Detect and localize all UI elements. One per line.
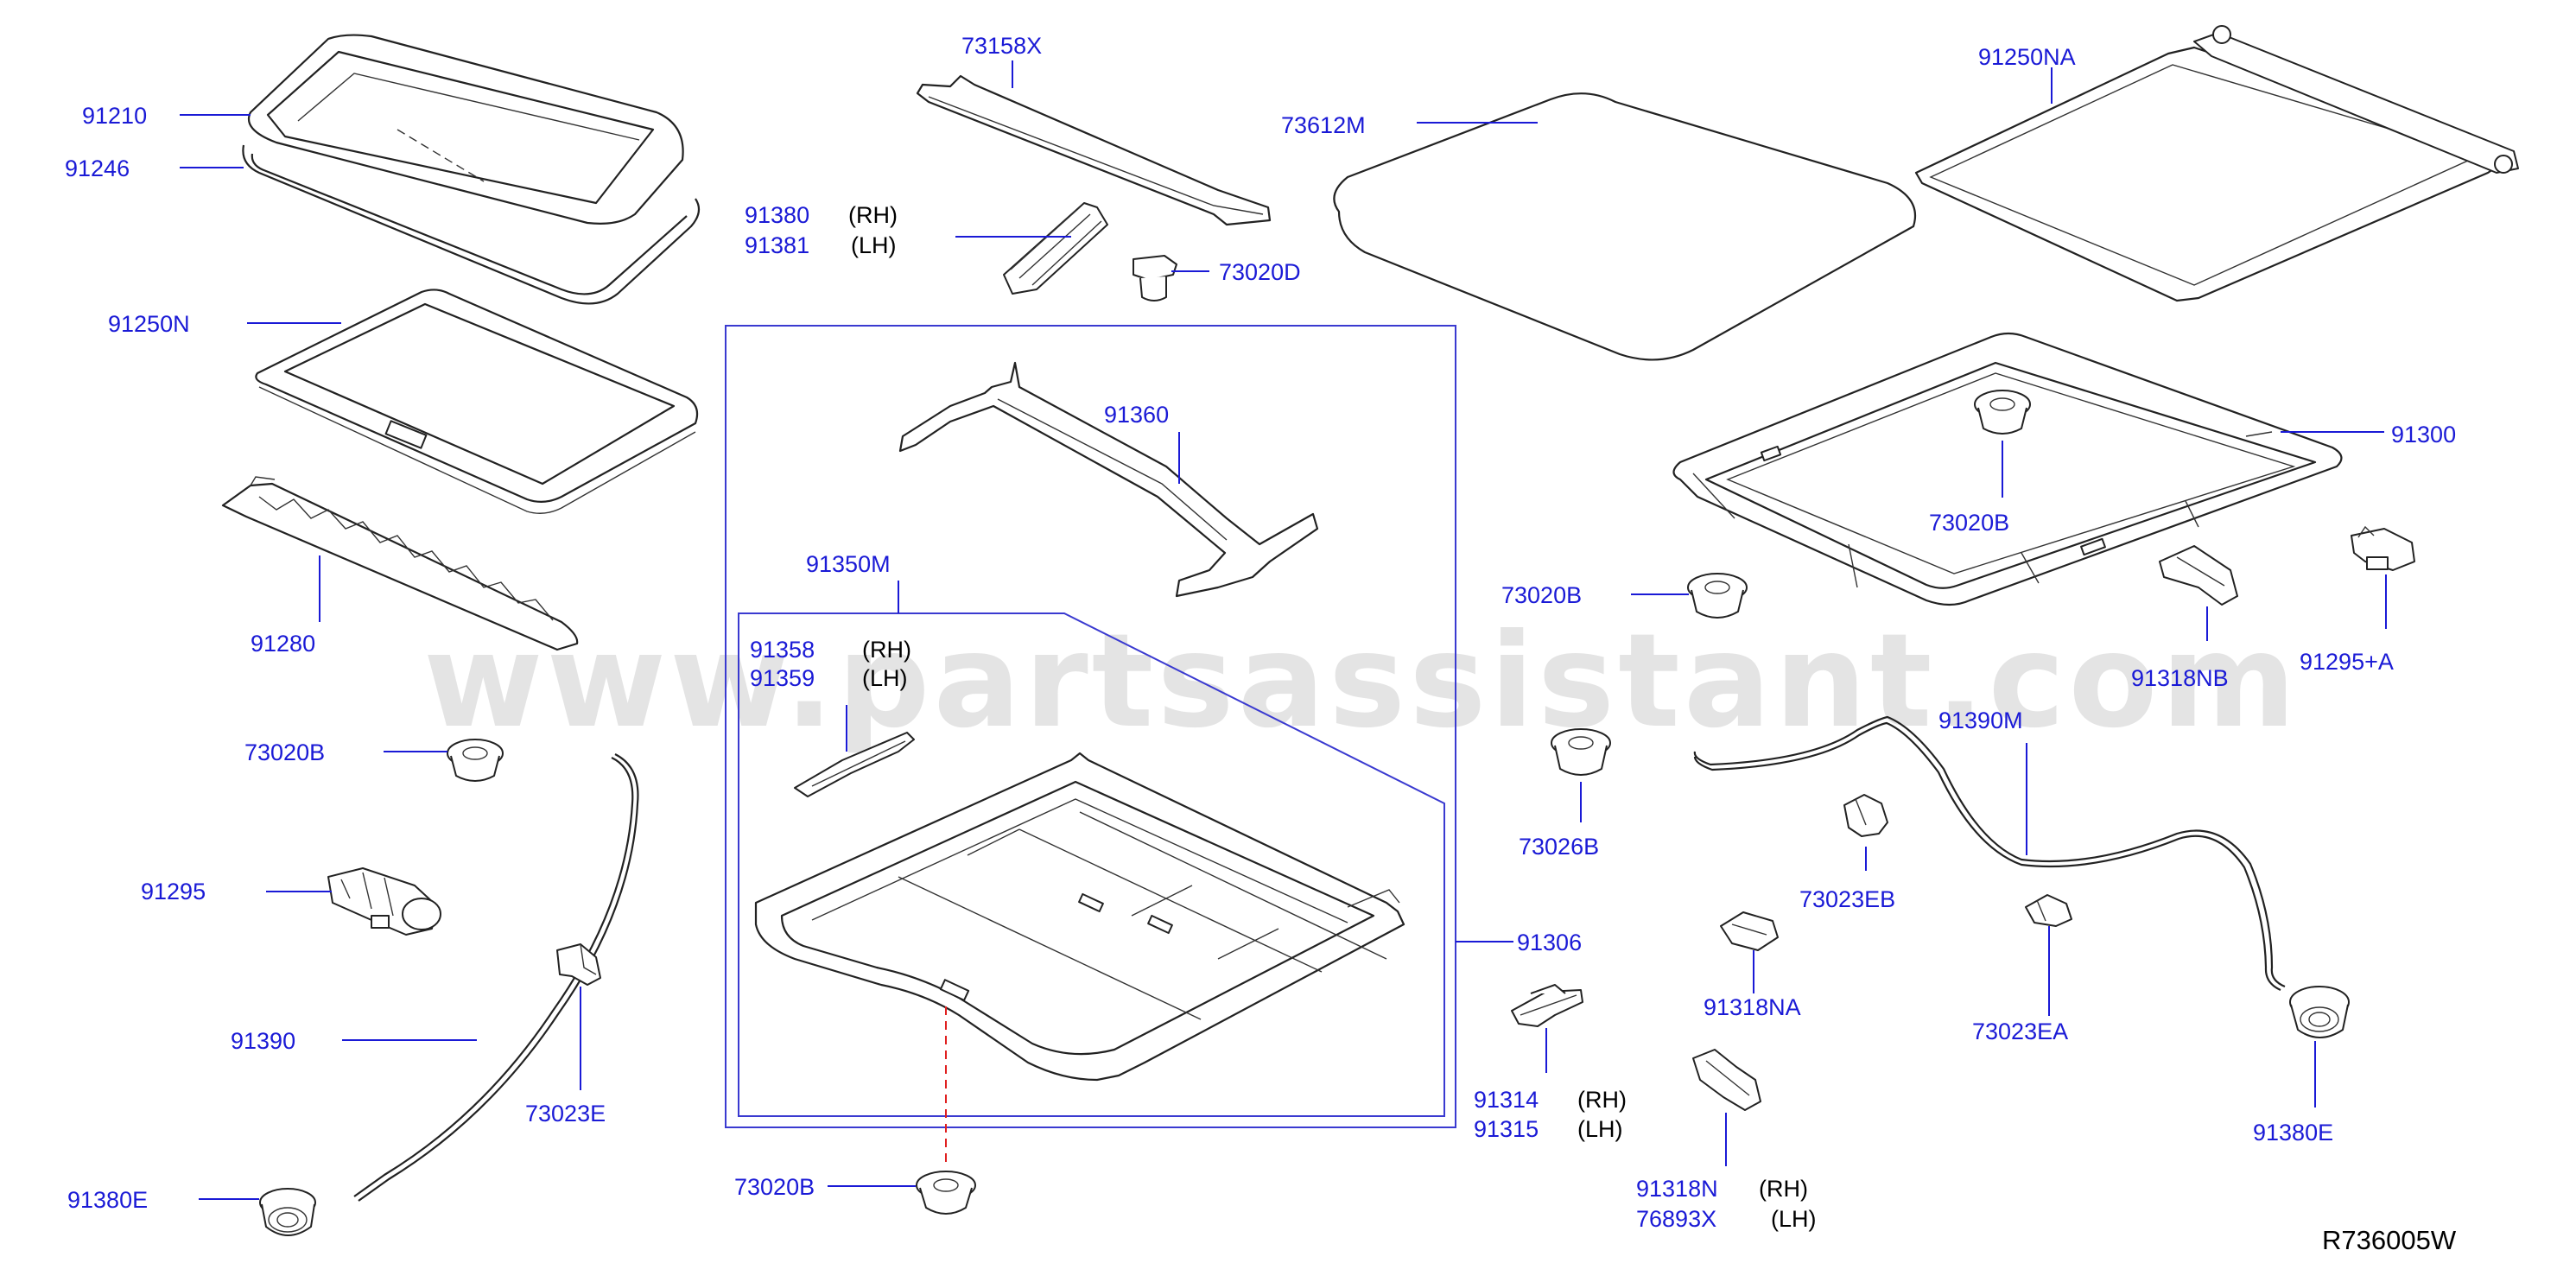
callout-91280: 91280	[251, 631, 315, 657]
callout-73020B-left: 73020B	[244, 739, 325, 765]
headliner-73612M	[1333, 92, 1917, 361]
callout-73026B: 73026B	[1519, 834, 1599, 860]
grommet-91380E-left	[259, 1188, 316, 1236]
bracket-91318NA	[1720, 911, 1779, 951]
callout-91358: 91358	[750, 637, 815, 663]
group-box-91350M	[738, 612, 1445, 1117]
grommet-91380E-right	[2289, 986, 2350, 1038]
callout-91318NA: 91318NA	[1704, 994, 1801, 1020]
callout-73023E: 73023E	[525, 1101, 606, 1127]
sunroof-frame-91300	[1672, 332, 2343, 606]
bracket-91358-91359	[794, 732, 915, 797]
callout-73023EB: 73023EB	[1799, 886, 1895, 912]
bracket-91318N-76893X	[1692, 1049, 1761, 1111]
clip-73023E	[556, 943, 601, 986]
clip-73023EA	[2025, 894, 2072, 927]
side-rh-91318N: (RH)	[1759, 1176, 1808, 1202]
watermark: www.partsassistant.com	[423, 606, 2300, 757]
wind-deflector-91280	[221, 476, 579, 651]
callout-91318NB: 91318NB	[2131, 665, 2229, 691]
group-box-91306	[725, 325, 1456, 1128]
clip-73020B-bottom	[916, 1171, 976, 1215]
reference-code: R736005W	[2322, 1225, 2457, 1255]
drain-hose-91390M	[1693, 715, 2286, 992]
callout-91318N: 91318N	[1636, 1176, 1718, 1202]
side-lh-91381: (LH)	[851, 232, 897, 258]
callout-73020B-right-top: 73020B	[1929, 510, 2009, 536]
clip-73020D	[1133, 255, 1177, 301]
sunroof-motor-91295	[327, 867, 441, 936]
callout-73020B-bottom: 73020B	[734, 1174, 815, 1200]
guide-91380-91381	[1003, 202, 1108, 295]
callout-91381: 91381	[745, 232, 809, 258]
callout-91246: 91246	[65, 155, 130, 181]
sunshade-91250N	[255, 289, 699, 514]
callout-91306: 91306	[1517, 930, 1582, 955]
side-lh-91315: (LH)	[1577, 1116, 1623, 1142]
side-rh-91314: (RH)	[1577, 1087, 1627, 1113]
callout-91390M: 91390M	[1938, 708, 2023, 733]
callout-73612M: 73612M	[1281, 112, 1366, 138]
callout-91250N: 91250N	[108, 311, 190, 337]
callout-91380E-left: 91380E	[67, 1187, 148, 1213]
rail-73158X	[916, 74, 1272, 226]
callout-91359: 91359	[750, 665, 815, 691]
callout-91295: 91295	[141, 879, 206, 904]
clip-73023EB	[1843, 794, 1888, 837]
clip-73026B	[1551, 728, 1611, 776]
clip-73020B-left	[447, 739, 504, 782]
side-rh-91358: (RH)	[862, 637, 911, 663]
callout-73020B-right-mid: 73020B	[1501, 582, 1582, 608]
side-lh-91359: (LH)	[862, 665, 908, 691]
switch-91295A	[2351, 525, 2415, 571]
callout-91250NA: 91250NA	[1978, 44, 2076, 70]
glass-panel-91210	[248, 34, 684, 225]
callout-91380: 91380	[745, 202, 809, 228]
callout-91360: 91360	[1104, 402, 1169, 428]
side-lh-76893X: (LH)	[1771, 1206, 1817, 1232]
callout-91314: 91314	[1474, 1087, 1539, 1113]
callout-91300: 91300	[2391, 422, 2456, 447]
callout-91390: 91390	[231, 1028, 295, 1054]
callout-73158X: 73158X	[961, 33, 1042, 59]
callout-91380E-right: 91380E	[2253, 1120, 2333, 1146]
callout-91210: 91210	[82, 103, 147, 129]
callout-73023EA: 73023EA	[1972, 1019, 2068, 1044]
callout-73020D: 73020D	[1219, 259, 1301, 285]
callout-91350M: 91350M	[806, 551, 891, 577]
sunshade-91250NA	[1914, 25, 2519, 302]
side-rh-91380: (RH)	[848, 202, 898, 228]
clip-73020B-right-mid	[1687, 573, 1748, 619]
crossmember-91360	[898, 361, 1319, 598]
bracket-91318NB	[2159, 545, 2238, 606]
callout-76893X: 76893X	[1636, 1206, 1716, 1232]
callout-91315: 91315	[1474, 1116, 1539, 1142]
clip-73020B-right-top	[1974, 390, 2031, 435]
frame-assembly-91350M	[754, 752, 1405, 1082]
callout-91295A: 91295+A	[2300, 649, 2394, 675]
bracket-91314-91315	[1511, 984, 1583, 1027]
weatherstrip-91246	[242, 144, 701, 305]
